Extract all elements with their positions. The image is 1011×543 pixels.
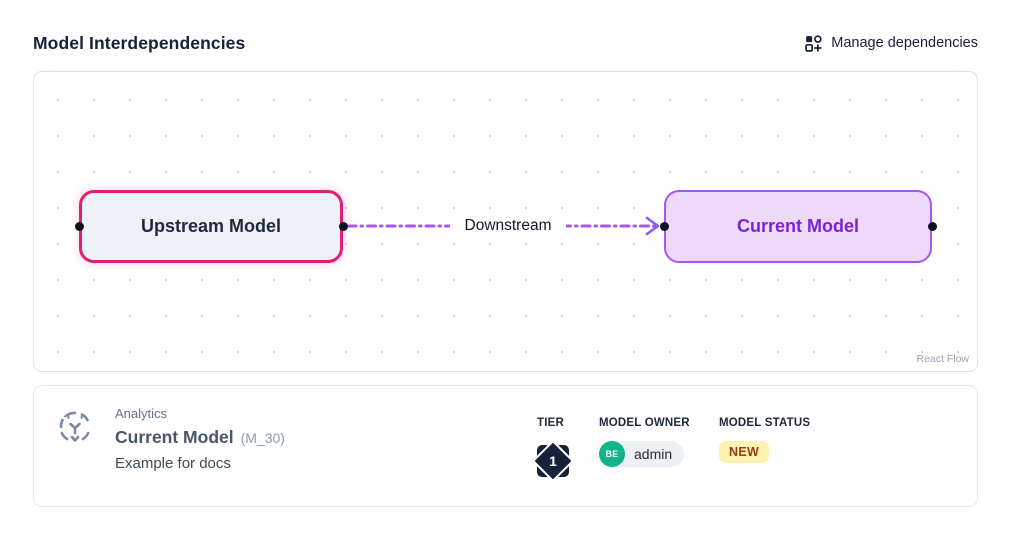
node-current-label: Current Model xyxy=(736,216,859,236)
model-status-label: MODEL STATUS xyxy=(719,417,811,429)
upstream-right-handle[interactable] xyxy=(339,222,348,231)
page-header: Model Interdependencies Manage dependenc… xyxy=(33,30,978,56)
tier-badge: 1 xyxy=(529,437,577,485)
manage-dependencies-label: Manage dependencies xyxy=(831,35,978,51)
owner-name: admin xyxy=(634,446,673,462)
tier-label: TIER xyxy=(537,417,564,429)
tier-section: TIER 1 xyxy=(531,417,577,485)
node-current-model[interactable]: Current Model xyxy=(664,190,932,263)
edge-arrowhead-icon xyxy=(645,216,660,236)
model-code: (M_30) xyxy=(240,430,285,446)
dependency-graph-canvas[interactable]: Downstream Upstream Model Current Model … xyxy=(33,71,978,372)
model-description: Example for docs xyxy=(115,455,231,472)
model-owner-section: MODEL OWNER BE admin xyxy=(599,417,690,467)
status-badge: NEW xyxy=(719,441,770,463)
current-right-handle[interactable] xyxy=(928,222,937,231)
node-upstream-model[interactable]: Upstream Model xyxy=(79,190,343,263)
edge-label: Downstream xyxy=(450,213,566,239)
model-distribution-icon xyxy=(56,408,94,446)
manage-grid-add-icon xyxy=(804,34,823,53)
owner-avatar: BE xyxy=(599,441,625,467)
owner-pill[interactable]: BE admin xyxy=(599,441,685,467)
tier-value: 1 xyxy=(549,453,557,469)
model-owner-label: MODEL OWNER xyxy=(599,417,690,429)
manage-dependencies-button[interactable]: Manage dependencies xyxy=(804,34,978,53)
model-details-card: Analytics Current Model (M_30) Example f… xyxy=(33,385,978,507)
node-upstream-label: Upstream Model xyxy=(140,216,282,236)
upstream-left-handle[interactable] xyxy=(75,222,84,231)
react-flow-attribution: React Flow xyxy=(916,353,969,365)
model-name: Current Model xyxy=(115,427,234,447)
model-category: Analytics xyxy=(115,406,168,421)
model-summary: Analytics Current Model (M_30) Example f… xyxy=(115,406,285,472)
current-left-handle[interactable] xyxy=(660,222,669,231)
page-title: Model Interdependencies xyxy=(33,32,246,53)
model-status-section: MODEL STATUS NEW xyxy=(719,417,810,463)
